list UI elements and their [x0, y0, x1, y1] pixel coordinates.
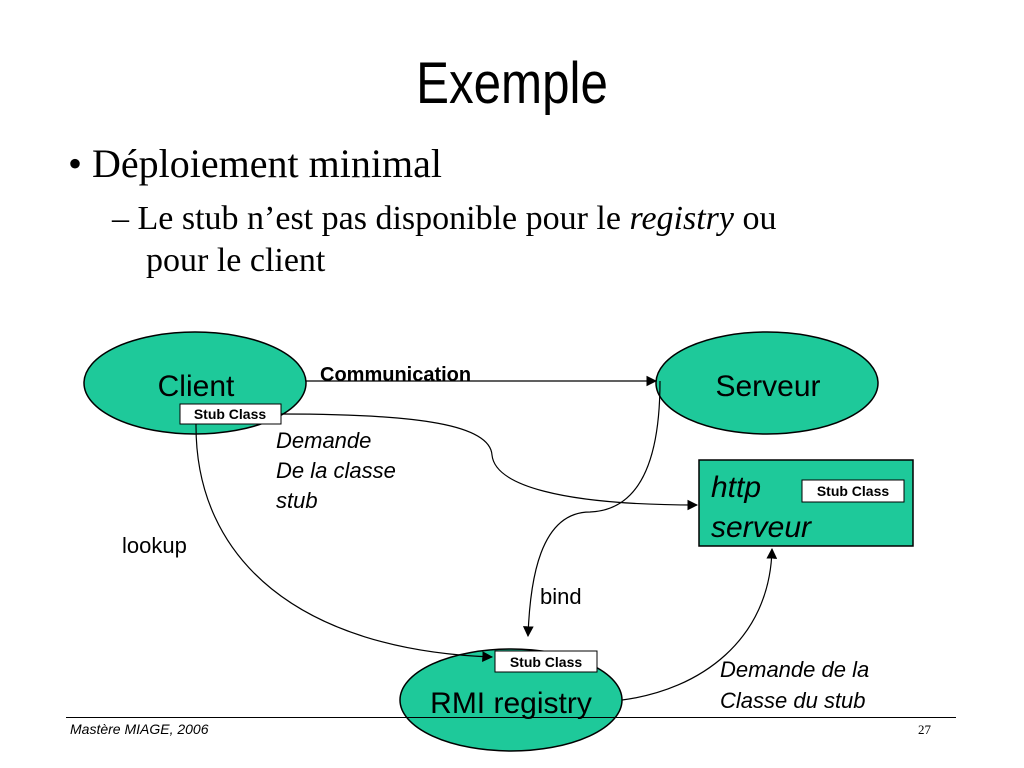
rmi-registry-label: RMI registry	[430, 687, 592, 720]
demande2-label-line2: Classe du stub	[720, 688, 866, 713]
lookup-label: lookup	[122, 533, 187, 558]
http-stub-label: Stub Class	[817, 483, 890, 499]
sub-bullet-text-start: Le stub n’est pas disponible pour le	[137, 200, 630, 237]
bind-arrow	[522, 380, 661, 638]
page-number: 27	[918, 722, 931, 737]
bullet-level1: • Déploiement minimal	[68, 140, 442, 187]
registry-to-http-arrow	[621, 547, 778, 701]
serveur-http-label: serveur	[711, 511, 812, 544]
sub-bullet-italic: registry	[629, 200, 734, 237]
serveur-label: Serveur	[715, 370, 820, 403]
demande-label-line2: De la classe	[276, 458, 396, 483]
footer-text: Mastère MIAGE, 2006	[70, 721, 209, 737]
demande2-label-line1: Demande de la	[720, 657, 869, 682]
bind-label: bind	[540, 584, 582, 609]
demande-label-line1: Demande	[276, 428, 371, 453]
sub-bullet-marker: –	[112, 200, 129, 237]
slide-title: Exemple	[416, 51, 608, 116]
registry-stub-box	[494, 650, 598, 673]
demande-label-line3: stub	[276, 488, 318, 513]
client-stub-label: Stub Class	[194, 406, 267, 422]
sub-bullet-text-end: ou	[734, 200, 777, 237]
sub-bullet-continuation: pour le client	[146, 242, 326, 279]
client-label: Client	[158, 370, 235, 403]
bullet-marker: •	[68, 141, 83, 186]
communication-label: Communication	[320, 364, 471, 386]
bullet-text: Déploiement minimal	[92, 141, 442, 186]
registry-stub-label: Stub Class	[510, 654, 583, 670]
http-serveur-node	[698, 459, 914, 547]
demande-stub-arrow	[280, 413, 699, 511]
http-stub-box	[801, 479, 905, 503]
lookup-arrow	[195, 423, 494, 663]
footer-divider	[66, 717, 956, 718]
bullet-level2: – Le stub n’est pas disponible pour le r…	[112, 198, 992, 282]
http-label: http	[711, 471, 761, 504]
